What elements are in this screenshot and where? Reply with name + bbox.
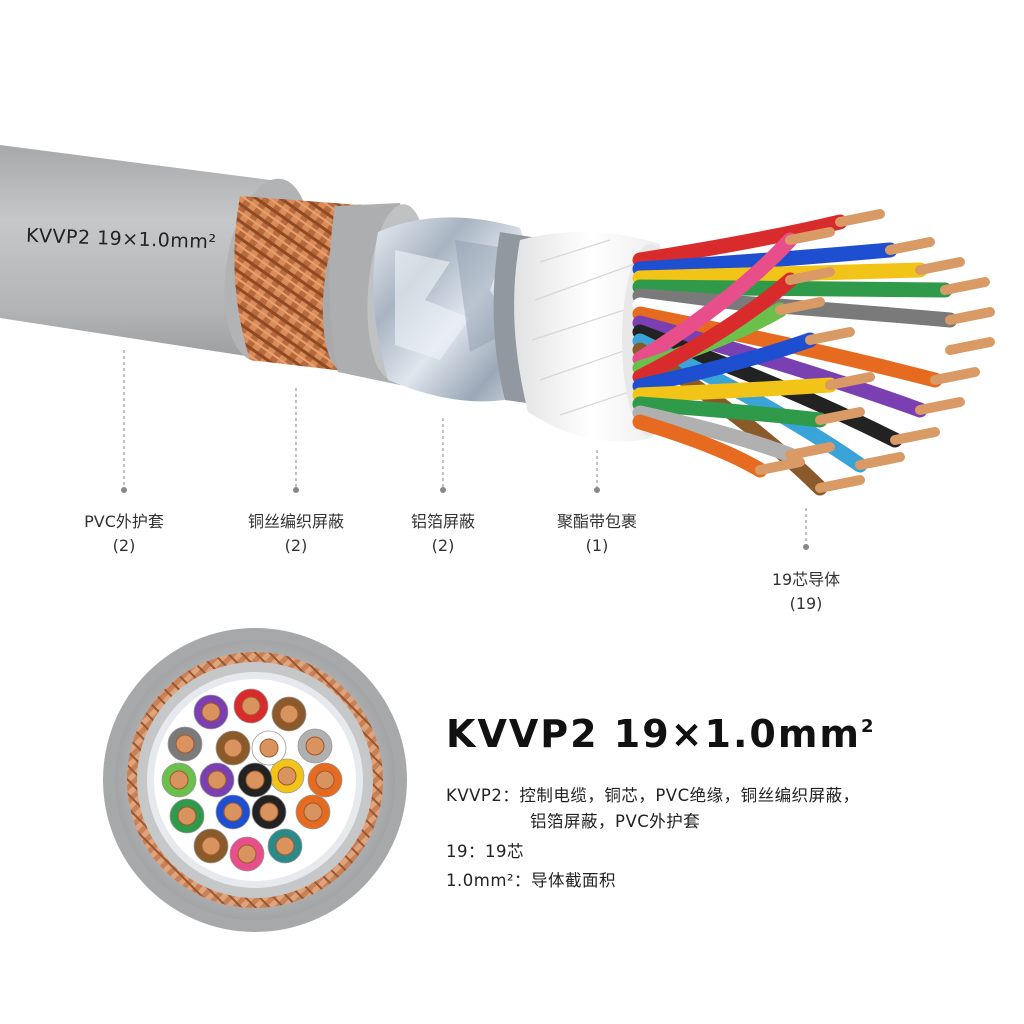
copper-strand [825,372,875,390]
layer-label-pvc-sheath: PVC外护套 (2) [64,510,184,558]
description-line-1: KVVP2：控制电缆，铜芯，PVC绝缘，铜丝编织屏蔽， [446,786,860,805]
copper-strand [835,209,885,227]
core-copper [277,766,297,786]
core-copper [201,836,221,856]
core-copper [175,734,195,754]
copper-strand [785,227,835,245]
core-copper [177,806,197,826]
copper-strand [785,442,835,460]
copper-strand [805,327,855,345]
description-line-4: 1.0mm²：导体截面积 [446,871,617,890]
conductor-wire [632,405,798,463]
description-line-3: 19：19芯 [446,842,524,861]
copper-strand [785,267,835,285]
core-copper [279,704,299,724]
conductor-wire [632,262,928,286]
conductor-wire [632,232,798,367]
conductor-wire [632,297,958,358]
core-copper [245,770,265,790]
copper-strand [855,452,905,470]
conductor-wire [632,214,848,268]
core-copper [259,802,279,822]
conductor-wire [632,377,838,403]
conductor-wire [632,414,768,478]
layer-name: 19芯导体 [771,570,841,589]
layer-label-polyester-tape: 聚酯带包裹 (1) [537,510,657,558]
core-copper [305,736,325,756]
layer-name: PVC外护套 [84,512,164,531]
copper-strand [915,257,965,275]
core-copper [169,770,189,790]
copper-strand [775,297,825,315]
core-copper [237,844,257,864]
conductor-wire [632,396,828,428]
layer-label-conductors: 19芯导体 (19) [746,568,866,616]
core-copper [315,770,335,790]
layer-count: (2) [431,536,455,555]
layer-name: 铜丝编织屏蔽 [247,512,344,531]
core-copper [275,836,295,856]
core-copper [201,702,221,722]
copper-strand [945,337,995,355]
copper-strand [940,277,990,295]
copper-strand [755,457,805,475]
core-copper [223,738,243,758]
core-copper [223,802,243,822]
copper-strand [815,475,865,493]
layer-count: (2) [284,536,308,555]
conductor-wire [632,272,798,385]
copper-strand [890,427,940,445]
layer-label-copper-braid: 铜丝编织屏蔽 (2) [226,510,366,558]
layer-count: (2) [112,536,136,555]
layer-count: (19) [789,594,823,613]
conductor-bundle [632,209,995,496]
core-copper [207,770,227,790]
layer-label-aluminum-foil: 铝箔屏蔽 (2) [383,510,503,558]
conductor-wire [632,279,953,298]
layer-name: 聚酯带包裹 [556,512,637,531]
copper-strand [915,397,965,415]
copper-strand [945,307,995,325]
copper-strand [885,237,935,255]
core-copper [241,696,261,716]
layer-count: (1) [585,536,609,555]
copper-strand [930,367,980,385]
layer-name: 铝箔屏蔽 [410,512,475,531]
conductor-wire [632,332,818,394]
core-copper [259,738,279,758]
description-line-2: 铝箔屏蔽，PVC外护套 [530,812,701,831]
copper-strand [815,407,865,425]
product-title: KVVP2 19×1.0mm2 [446,712,876,756]
cross-section-cores [161,688,343,872]
core-copper [303,802,323,822]
